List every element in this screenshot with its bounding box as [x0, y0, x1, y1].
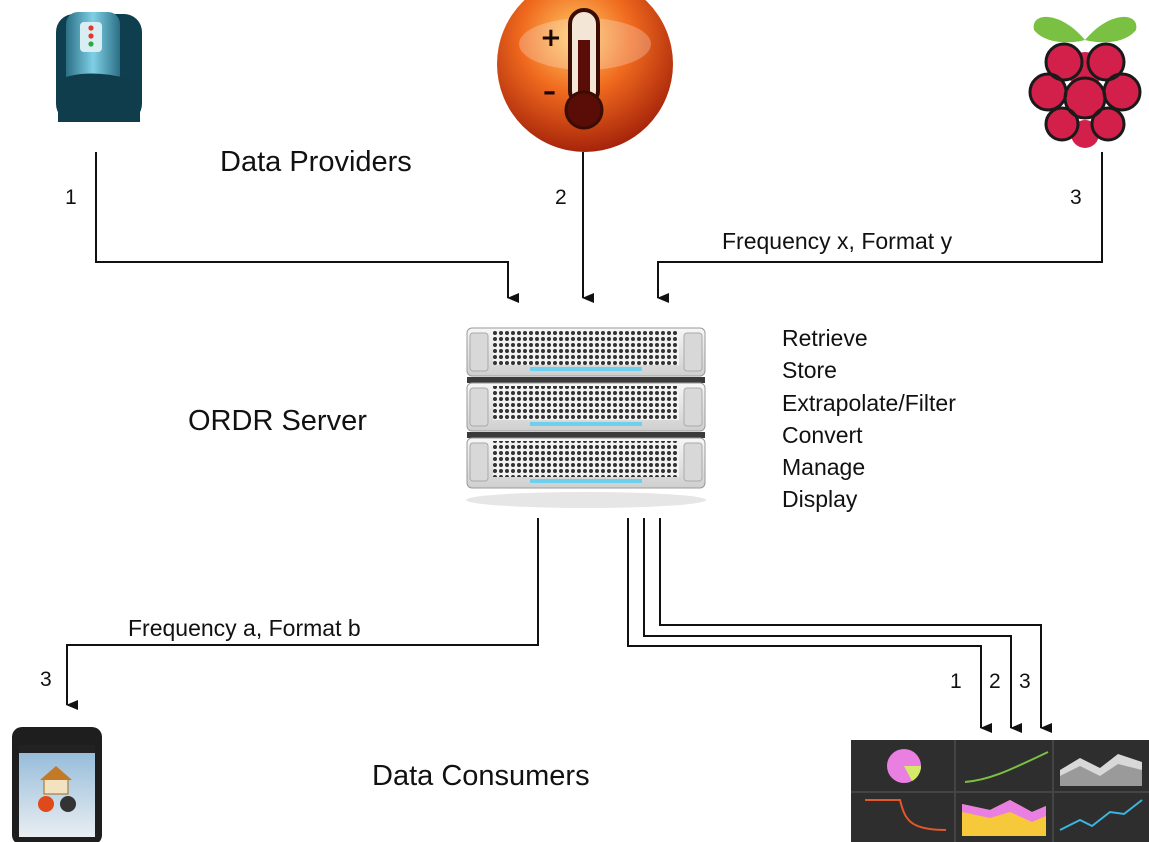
- dashboard-icon: [851, 740, 1149, 842]
- provider-3-link-label: Frequency x, Format y: [722, 228, 953, 254]
- dashboard-number-2: 2: [989, 670, 1001, 693]
- consumer-connectors: [66, 518, 1052, 733]
- sensor-device-icon: [56, 12, 142, 122]
- operation-store: Store: [782, 357, 837, 384]
- operation-convert: Convert: [782, 421, 863, 448]
- provider-3-number: 3: [1070, 186, 1082, 209]
- consumers-heading: Data Consumers: [372, 760, 590, 792]
- server-unit-2: [466, 382, 706, 432]
- providers-heading: Data Providers: [220, 146, 412, 178]
- connector-dash-3: [659, 518, 1052, 733]
- operation-extrapolate-filter: Extrapolate/Filter: [782, 389, 956, 416]
- smartphone-icon: [12, 727, 102, 842]
- server-operations-list: Retrieve Store Extrapolate/Filter Conver…: [782, 322, 956, 516]
- provider-2-number: 2: [555, 186, 567, 209]
- svg-text:+: +: [540, 23, 562, 53]
- dashboard-number-1: 1: [950, 670, 962, 693]
- svg-text:–: –: [543, 77, 556, 107]
- server-title: ORDR Server: [188, 405, 367, 437]
- operation-display: Display: [782, 486, 858, 513]
- raspberry-pi-icon: [1028, 16, 1142, 148]
- thermometer-icon: + –: [497, 0, 673, 152]
- connector-phone: [66, 518, 539, 710]
- provider-connectors: [95, 152, 1103, 303]
- server-unit-1: [466, 327, 706, 377]
- operation-retrieve: Retrieve: [782, 325, 868, 351]
- phone-number: 3: [40, 668, 52, 691]
- connector-dash-2: [643, 518, 1022, 733]
- server-unit-3: [466, 437, 706, 489]
- provider-1-number: 1: [65, 186, 77, 209]
- operation-manage: Manage: [782, 454, 866, 481]
- connector-dash-1: [627, 518, 992, 733]
- dashboard-number-3: 3: [1019, 670, 1031, 693]
- connector-3: [657, 152, 1103, 303]
- server-rack-icon: [466, 327, 706, 508]
- phone-link-label: Frequency a, Format b: [128, 615, 361, 641]
- connector-1: [95, 152, 519, 303]
